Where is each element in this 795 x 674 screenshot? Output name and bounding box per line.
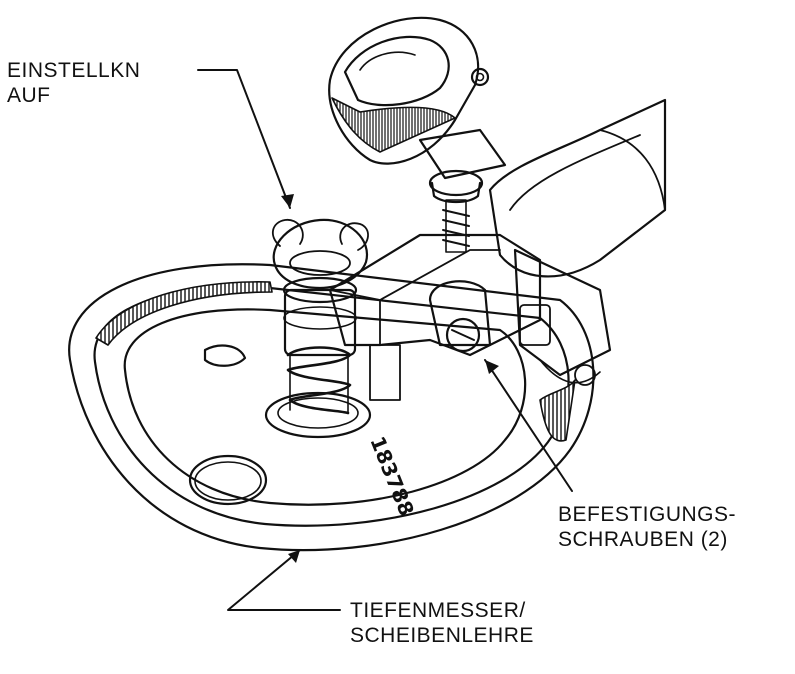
label-depth-gauge: TIEFENMESSER/ SCHEIBENLEHRE (350, 599, 534, 647)
label-mounting-screws: BEFESTIGUNGS- SCHRAUBEN (2) (558, 503, 737, 551)
leader-mounting-screws (484, 359, 573, 492)
adjustment-knob-assembly (271, 218, 369, 415)
knob-icon (272, 218, 369, 290)
adjustment-dial (328, 16, 507, 180)
leader-depth-gauge (227, 549, 341, 611)
depth-gauge-disc (68, 263, 595, 552)
clamp-arm (328, 233, 542, 401)
mounting-screw-icon (574, 364, 596, 386)
leader-adjustment-knob (197, 69, 291, 209)
motor-housing (488, 98, 667, 386)
part-number: 183788 (365, 433, 419, 519)
mounting-screw-icon (445, 317, 481, 353)
label-adjustment-knob: EINSTELLKN AUF (7, 59, 141, 107)
top-screw (428, 169, 484, 253)
